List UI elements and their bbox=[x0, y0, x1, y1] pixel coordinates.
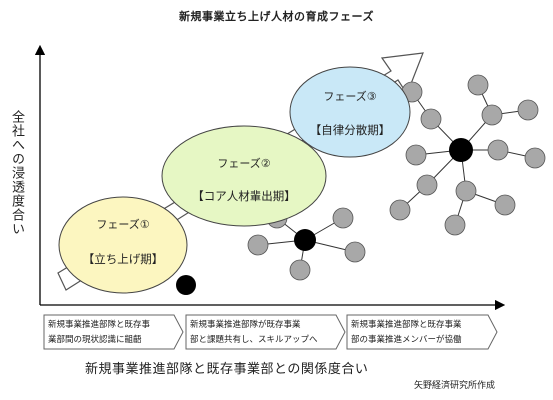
network-cluster-1 bbox=[176, 275, 196, 295]
source-credit: 矢野経済研究所作成 bbox=[414, 381, 496, 391]
network-node bbox=[444, 214, 466, 236]
step-3-line-2: 部の事業推進メンバーが協働 bbox=[351, 335, 462, 345]
network-node bbox=[524, 147, 546, 169]
step-1-line-1: 新規事業推進部隊と既存事 bbox=[48, 320, 151, 330]
network-node bbox=[247, 234, 269, 256]
network-node bbox=[467, 74, 489, 96]
network-node-black bbox=[176, 275, 196, 295]
phase-3-name: フェーズ③ bbox=[323, 89, 376, 103]
network-node bbox=[405, 144, 427, 166]
network-node bbox=[494, 194, 516, 216]
network-cluster-3 bbox=[389, 74, 546, 236]
network-node-black bbox=[449, 138, 473, 162]
y-axis-label: 全社への浸透度合い bbox=[9, 110, 24, 236]
phase-1-name: フェーズ① bbox=[96, 217, 149, 231]
network-node bbox=[455, 180, 477, 202]
phase-2-bubble bbox=[161, 125, 327, 227]
network-node bbox=[517, 99, 539, 121]
network-node bbox=[487, 139, 509, 161]
step-3-line-1: 新規事業推進部隊と既存事業 bbox=[351, 320, 462, 330]
phase-2-period: 【コア人材輩出期】 bbox=[192, 189, 296, 203]
network-node-black bbox=[294, 229, 316, 251]
network-node bbox=[344, 241, 366, 263]
step-1-line-2: 業部間の現状認識に齟齬 bbox=[48, 335, 142, 345]
step-1-text: 新規事業推進部隊と既存事 業部間の現状認識に齟齬 bbox=[44, 316, 176, 350]
diagram-title: 新規事業立ち上げ人材の育成フェーズ bbox=[179, 10, 374, 23]
step-3-text: 新規事業推進部隊と既存事業 部の事業推進メンバーが協働 bbox=[347, 316, 491, 350]
network-node bbox=[332, 207, 354, 229]
phase-3-period: 【自律分散期】 bbox=[310, 123, 391, 137]
x-axis-label: 新規事業推進部隊と既存事業部との関係度合い bbox=[85, 362, 369, 377]
network-node bbox=[481, 104, 503, 126]
step-3-box bbox=[346, 314, 498, 350]
step-2-line-2: 部と課題共有し、スキルアップへ bbox=[190, 335, 318, 345]
network-node bbox=[389, 199, 411, 221]
step-2-box bbox=[185, 314, 346, 350]
network-node bbox=[416, 174, 438, 196]
phase-1-bubble bbox=[58, 196, 188, 294]
step-2-line-1: 新規事業推進部隊が既存事業 bbox=[190, 320, 301, 330]
step-1-box bbox=[43, 314, 184, 350]
network-node bbox=[289, 259, 311, 281]
phase-2-name: フェーズ② bbox=[217, 156, 270, 170]
step-2-text: 新規事業推進部隊が既存事業 部と課題共有し、スキルアップへ bbox=[186, 316, 338, 350]
phase-1-period: 【立ち上げ期】 bbox=[83, 252, 164, 266]
network-node bbox=[420, 108, 442, 130]
phase-3-bubble bbox=[289, 66, 411, 158]
